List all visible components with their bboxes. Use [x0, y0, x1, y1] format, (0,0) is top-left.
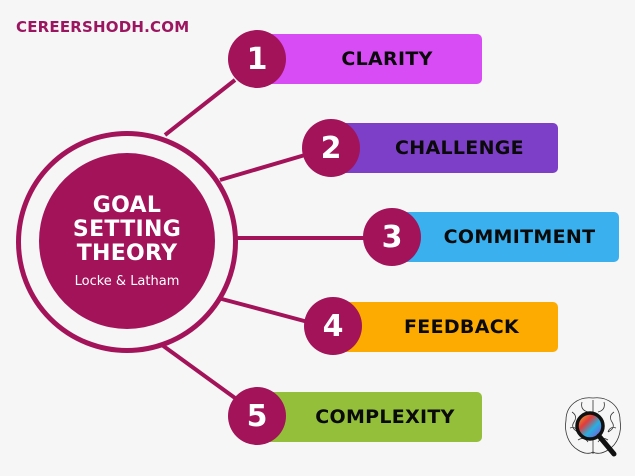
item-number: 1	[246, 41, 268, 77]
site-label: CEREERSHODH.COM	[16, 18, 190, 36]
hub-subtitle: Locke & Latham	[74, 273, 180, 289]
hub-title-line-1: GOAL	[92, 192, 162, 218]
brain-magnifier-icon	[565, 397, 621, 457]
item-number-badge: 3	[363, 208, 421, 266]
item-commitment-bar: COMMITMENT	[398, 212, 619, 262]
item-clarity-bar: CLARITY	[262, 34, 482, 84]
item-number: 2	[320, 130, 342, 166]
item-label: COMPLEXITY	[315, 406, 455, 428]
item-number-badge: 4	[304, 297, 362, 355]
item-label: FEEDBACK	[404, 316, 519, 338]
hub-title-line-2: SETTING	[72, 216, 182, 242]
item-label: COMMITMENT	[443, 226, 596, 248]
item-number-badge: 5	[228, 387, 286, 445]
hub-circle: GOAL SETTING THEORY Locke & Latham	[39, 153, 215, 329]
item-feedback-bar: FEEDBACK	[335, 302, 558, 352]
item-complexity-bar: COMPLEXITY	[262, 392, 482, 442]
hub-title-line-3: THEORY	[76, 240, 178, 266]
item-number: 4	[322, 308, 344, 344]
item-number: 5	[246, 398, 268, 434]
item-number: 3	[381, 219, 403, 255]
item-challenge-bar: CHALLENGE	[335, 123, 558, 173]
item-number-badge: 2	[302, 119, 360, 177]
item-label: CHALLENGE	[395, 137, 524, 159]
item-label: CLARITY	[341, 48, 433, 70]
item-number-badge: 1	[228, 30, 286, 88]
